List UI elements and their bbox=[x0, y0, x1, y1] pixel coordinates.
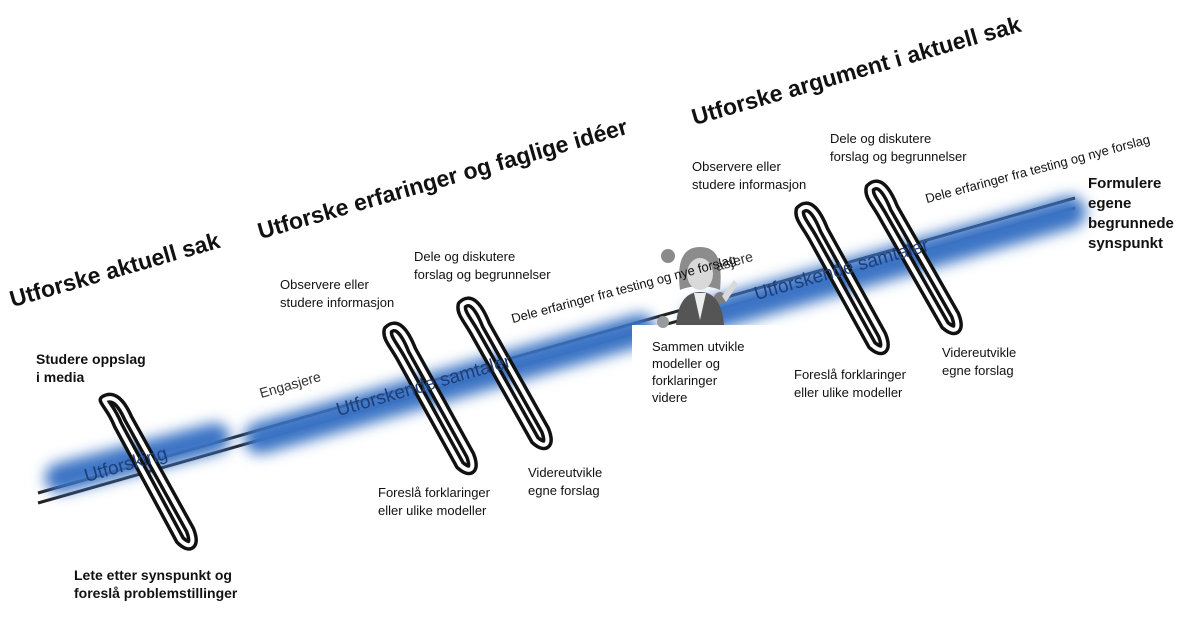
note-videreutvikle-1: Videreutvikle egne forslag bbox=[528, 465, 603, 498]
coil-loop-3 bbox=[456, 296, 553, 451]
note-observere-1: Observere eller studere informasjon bbox=[280, 277, 395, 310]
teacher-caption: Sammen utvikle modeller og forklaringer … bbox=[652, 339, 745, 405]
coil-loop-5 bbox=[864, 179, 963, 336]
note-videreutvikle-2: Videreutvikle egne forslag bbox=[942, 345, 1017, 378]
coil-loops bbox=[98, 179, 963, 551]
note-foresla-2: Foreslå forklaringer eller ulike modelle… bbox=[794, 367, 906, 400]
coil-loop-1 bbox=[98, 392, 198, 551]
note-dele-diskutere-2: Dele og diskutere forslag og begrunnelse… bbox=[830, 131, 967, 164]
note-observere-2: Observere eller studere informasjon bbox=[692, 159, 807, 192]
teacher-caption-panel bbox=[632, 325, 780, 417]
coil-loop-4 bbox=[794, 201, 890, 356]
note-foresla-1: Foreslå forklaringer eller ulike modelle… bbox=[378, 485, 490, 518]
note-studere-oppslag: Studere oppslag i media bbox=[36, 351, 146, 385]
note-dele-diskutere-1: Dele og diskutere forslag og begrunnelse… bbox=[414, 249, 551, 282]
note-lete-etter-synspunkt: Lete etter synspunkt og foreslå problems… bbox=[74, 567, 238, 601]
end-label-formulere: Formulere egene begrunnede synspunkt bbox=[1088, 175, 1174, 252]
coil-loop-2 bbox=[382, 321, 478, 476]
teacher-avatar bbox=[657, 247, 738, 328]
